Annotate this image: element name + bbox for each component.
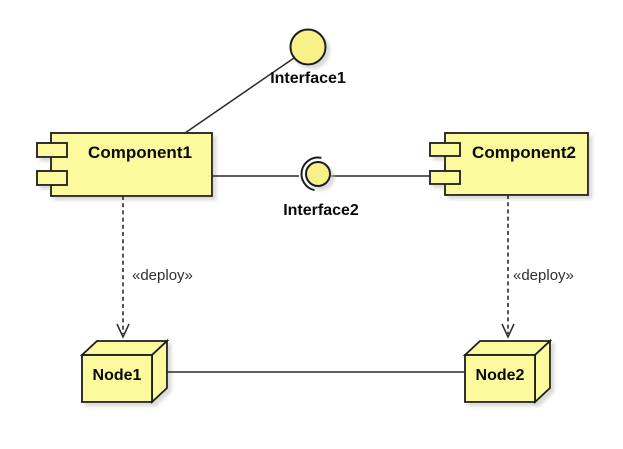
component1-shape[interactable] [36,132,213,197]
component2-shape[interactable] [429,132,589,196]
component1-body[interactable] [50,132,213,197]
interface2-ball-icon[interactable] [305,161,331,187]
node2-label: Node2 [476,367,525,384]
interface1-label: Interface1 [270,70,346,87]
deploy2-arrowhead-icon [501,323,515,339]
component2-tab-top-icon [429,142,461,157]
node2-front-face[interactable] [464,354,536,403]
node1-shape[interactable] [79,338,170,405]
deploy1-stereotype-label: «deploy» [132,267,193,284]
component1-tab-top-icon [36,142,68,158]
component1-label: Component1 [88,143,192,162]
interface1-ball-icon[interactable] [289,28,327,66]
component2-body[interactable] [444,132,589,196]
node2-shape[interactable] [462,338,553,405]
deploy2-stereotype-label: «deploy» [513,267,574,284]
deploy1-arrowhead-icon [116,323,130,339]
component2-label: Component2 [472,143,576,162]
component1-tab-bottom-icon [36,170,68,186]
interface2-socket-icon [300,156,322,192]
node1-front-face[interactable] [81,354,153,403]
node1-label: Node1 [93,367,142,384]
component2-tab-bottom-icon [429,170,461,185]
interface2-label: Interface2 [283,202,359,219]
interface1-realization-line[interactable] [184,57,295,134]
